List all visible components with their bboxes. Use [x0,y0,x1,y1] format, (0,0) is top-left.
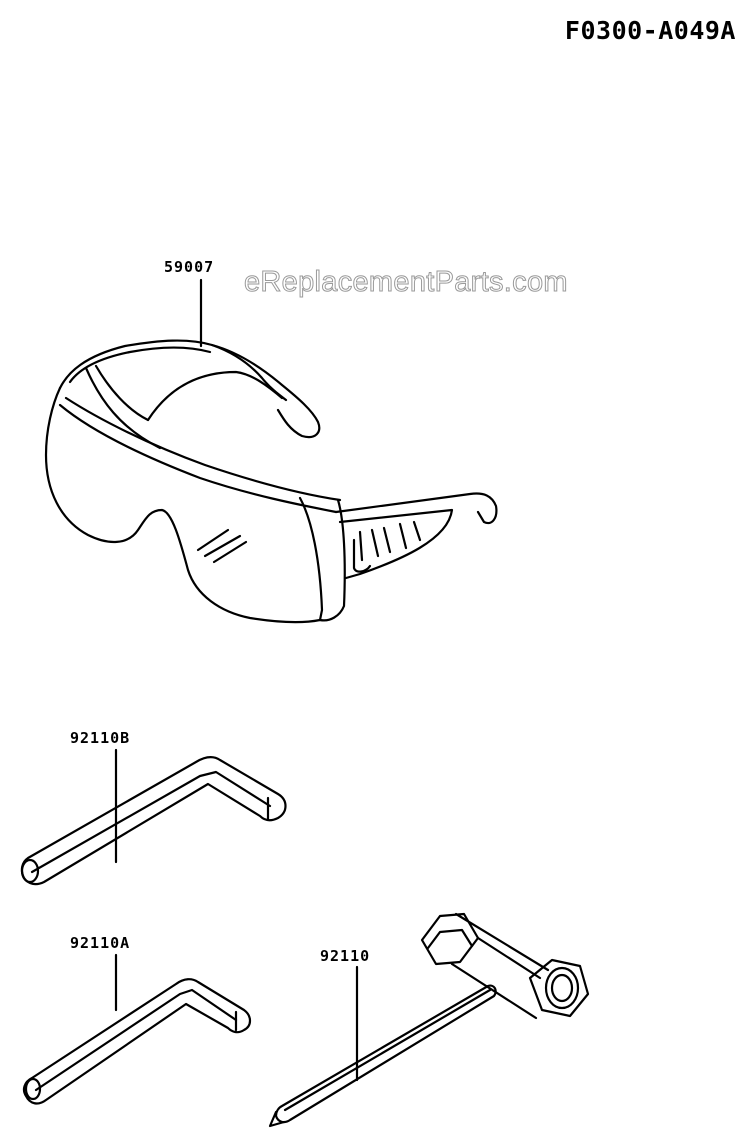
part-label-92110a[interactable]: 92110A [70,934,131,952]
part-label-59007[interactable]: 59007 [164,258,215,276]
safety-glasses-icon[interactable] [44,339,498,624]
hex-key-large-icon[interactable] [20,756,287,886]
spark-plug-wrench-icon[interactable] [268,912,590,1128]
part-label-92110[interactable]: 92110 [320,947,371,965]
watermark: eReplacementParts.com [244,266,569,299]
part-label-92110b[interactable]: 92110B [70,729,131,747]
hex-key-small-icon[interactable] [22,978,252,1105]
diagram-id: F0300-A049A [564,16,736,45]
